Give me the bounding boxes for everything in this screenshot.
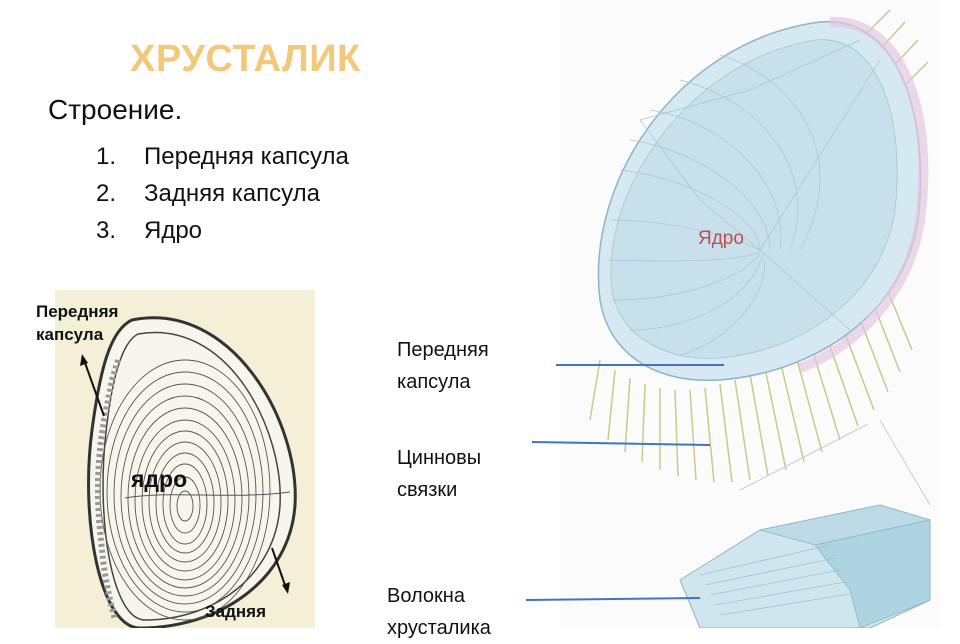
list-item-text: Ядро — [144, 217, 203, 244]
list-item: 2. Задняя капсула — [96, 175, 349, 212]
list-item: 1. Передняя капсула — [96, 138, 349, 175]
list-item: 3. Ядро — [96, 212, 349, 249]
lens-3d-illustration — [560, 0, 940, 628]
left-posterior-capsule-label: Задняя — [205, 602, 267, 621]
lens-fibers-block — [679, 419, 932, 628]
list-item-text: Передняя капсула — [144, 143, 349, 170]
zonule-fibers-label: Цинновы связки — [397, 447, 482, 501]
left-anterior-capsule-label: Передняя капсула — [36, 302, 119, 344]
list-item-number: 1. — [96, 143, 117, 170]
lens-cross-section-drawing — [55, 290, 315, 628]
right-anterior-capsule-label: Передняя капсула — [397, 339, 489, 393]
list-item-number: 2. — [96, 180, 117, 207]
right-nucleus-label: Ядро — [698, 228, 744, 249]
left-nucleus-label: ядро — [131, 466, 188, 492]
list-item-number: 3. — [96, 217, 117, 244]
structure-list: 1. Передняя капсула 2. Задняя капсула 3.… — [96, 138, 349, 249]
pointer-lines — [525, 364, 724, 601]
lens-illustrations — [55, 0, 940, 628]
lens-fibers-label: Волокна хрусталика — [387, 585, 491, 639]
list-item-text: Задняя капсула — [144, 180, 320, 207]
page-title: ХРУСТАЛИК — [130, 38, 361, 80]
structure-heading: Строение. — [48, 94, 183, 125]
